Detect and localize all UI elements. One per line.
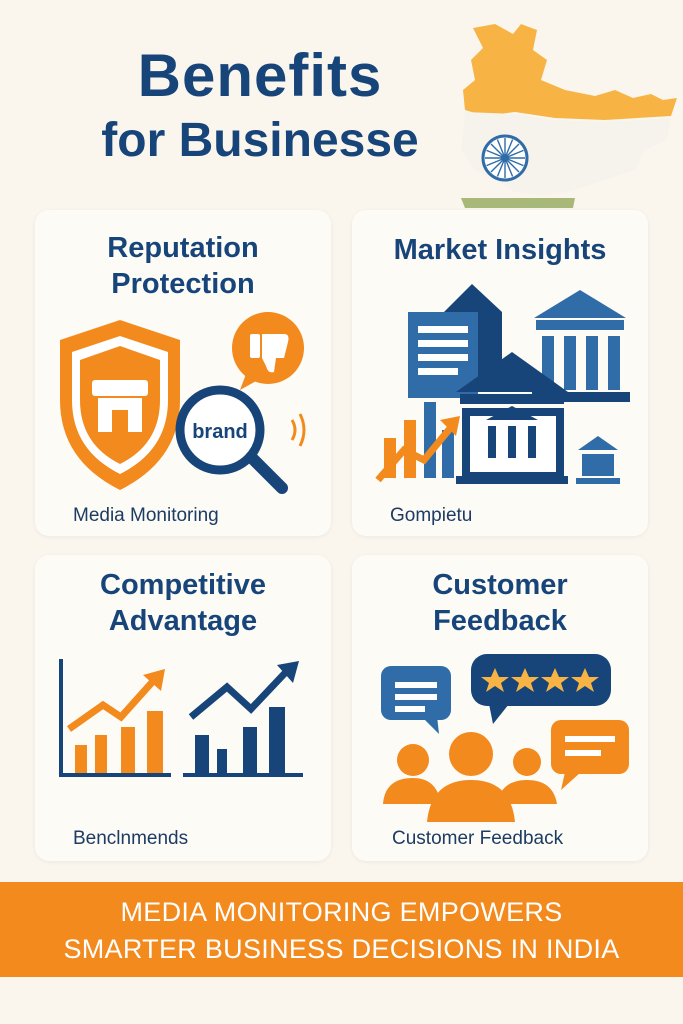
trend-chart-icon — [183, 661, 303, 777]
card-title: Market Insights — [352, 232, 648, 268]
card-title-line: Competitive — [100, 569, 266, 601]
card-title: Customer Feedback — [352, 567, 648, 639]
card-title-line: Feedback — [433, 605, 567, 637]
magnifier-icon — [175, 385, 306, 494]
card-title-line: Protection — [111, 268, 255, 300]
feedback-illustration — [381, 654, 629, 822]
thumbs-down-icon — [232, 312, 304, 390]
chat-bubble-icon — [551, 720, 629, 790]
card-caption: Benclnmends — [73, 828, 189, 849]
magnifier-label: brand — [192, 421, 248, 443]
card-title-line: Customer — [432, 569, 568, 601]
bank-building-icon — [456, 290, 630, 484]
card-title-line: Market Insights — [393, 234, 607, 266]
card-caption: Gompietu — [390, 505, 473, 526]
document-icon — [408, 284, 502, 398]
card-caption: Customer Feedback — [392, 828, 564, 849]
card-caption: Media Monitoring — [73, 505, 219, 526]
page-title: Benefits for Businesse — [40, 44, 480, 170]
india-map-icon — [461, 24, 677, 208]
banner-text: MEDIA MONITORING EMPOWERS SMARTER BUSINE… — [0, 882, 683, 968]
advantage-illustration — [59, 659, 303, 777]
banner-line2: SMARTER BUSINESS DECISIONS IN INDIA — [63, 934, 620, 964]
card-competitive-advantage: Competitive Advantage Benclnmends — [35, 555, 331, 861]
card-title: Reputation Protection — [35, 230, 331, 302]
bar-chart-icon — [59, 659, 171, 777]
star-rating-icon — [471, 654, 611, 724]
shield-storefront-icon — [60, 320, 180, 490]
card-market-insights: Market Insights — [352, 210, 648, 536]
growth-chart-icon — [375, 402, 460, 483]
reputation-illustration: brand — [60, 312, 306, 494]
people-icon — [383, 732, 557, 822]
card-reputation-protection: Reputation Protection brand Media Monito… — [35, 210, 331, 536]
banner-line1: MEDIA MONITORING EMPOWERS — [120, 897, 563, 927]
page-title-line2: for Businesse — [101, 114, 419, 167]
page-title-line1: Benefits — [137, 42, 383, 109]
card-title-line: Advantage — [108, 605, 258, 637]
market-illustration — [375, 284, 630, 484]
ashoka-chakra-icon — [481, 134, 529, 182]
chat-bubble-icon — [381, 666, 451, 734]
card-customer-feedback: Customer Feedback — [352, 555, 648, 861]
card-title: Competitive Advantage — [35, 567, 331, 639]
card-title-line: Reputation — [107, 232, 259, 264]
footer-banner: MEDIA MONITORING EMPOWERS SMARTER BUSINE… — [0, 882, 683, 977]
